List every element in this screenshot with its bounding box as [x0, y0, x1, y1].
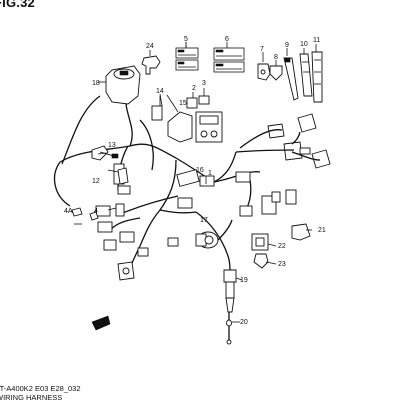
bracket-13 — [91, 145, 119, 161]
callout-21: 21 — [318, 227, 326, 234]
callout-16: 16 — [196, 167, 204, 174]
callout-8: 8 — [274, 54, 278, 61]
figure-code: LT-A400K2 E03 E28_032 — [0, 384, 81, 393]
callout-18: 18 — [92, 80, 100, 87]
callout-6: 6 — [225, 36, 229, 43]
callout-5: 5 — [184, 36, 188, 43]
callout-24: 24 — [146, 43, 154, 50]
connector-12 — [117, 167, 129, 185]
caution-label-6 — [213, 42, 245, 73]
callout-7: 7 — [260, 46, 264, 53]
leader-lines — [74, 42, 312, 323]
clamp-7 — [257, 52, 271, 81]
ignition-key — [141, 50, 161, 75]
clip-4 — [71, 207, 99, 221]
wire-20 — [226, 312, 232, 345]
callout-13: 13 — [108, 142, 116, 149]
sensor-19 — [223, 255, 237, 313]
relay-2 — [186, 92, 198, 109]
callout-19: 19 — [240, 277, 248, 284]
callout-4a: 4A — [64, 208, 73, 215]
right-connectors — [235, 113, 331, 169]
ignition-switch — [98, 65, 141, 147]
callout-9: 9 — [285, 42, 289, 49]
figure-title: FIG.32 — [0, 0, 35, 10]
callout-20: 20 — [240, 319, 248, 326]
callout-22: 22 — [278, 243, 286, 250]
callout-11: 11 — [313, 37, 320, 44]
callout-2: 2 — [192, 85, 196, 92]
callout-17: 17 — [200, 217, 208, 224]
callout-12: 12 — [92, 178, 100, 185]
figure-name: WIRING HARNESS — [0, 393, 63, 402]
caution-label-5 — [175, 42, 199, 71]
callout-15: 15 — [179, 100, 187, 107]
coupler-21 — [291, 223, 311, 241]
fuse-3 — [198, 88, 210, 105]
coupler-22 — [251, 233, 269, 251]
starter-relay — [166, 94, 223, 143]
main-harness — [53, 95, 261, 277]
cable-tie-10 — [299, 48, 313, 97]
switch-17 — [195, 219, 233, 249]
cable-tie-11 — [311, 44, 323, 103]
clip-23 — [253, 253, 269, 269]
callout-1: 1 — [208, 170, 212, 177]
clamp-8 — [269, 60, 283, 81]
tool-mark — [91, 315, 111, 331]
cable-tie-9 — [283, 48, 299, 101]
callout-14: 14 — [156, 88, 164, 95]
callout-23: 23 — [278, 261, 286, 268]
callout-10: 10 — [300, 41, 308, 48]
callout-4: 4 — [94, 208, 98, 215]
callout-3: 3 — [202, 80, 206, 87]
